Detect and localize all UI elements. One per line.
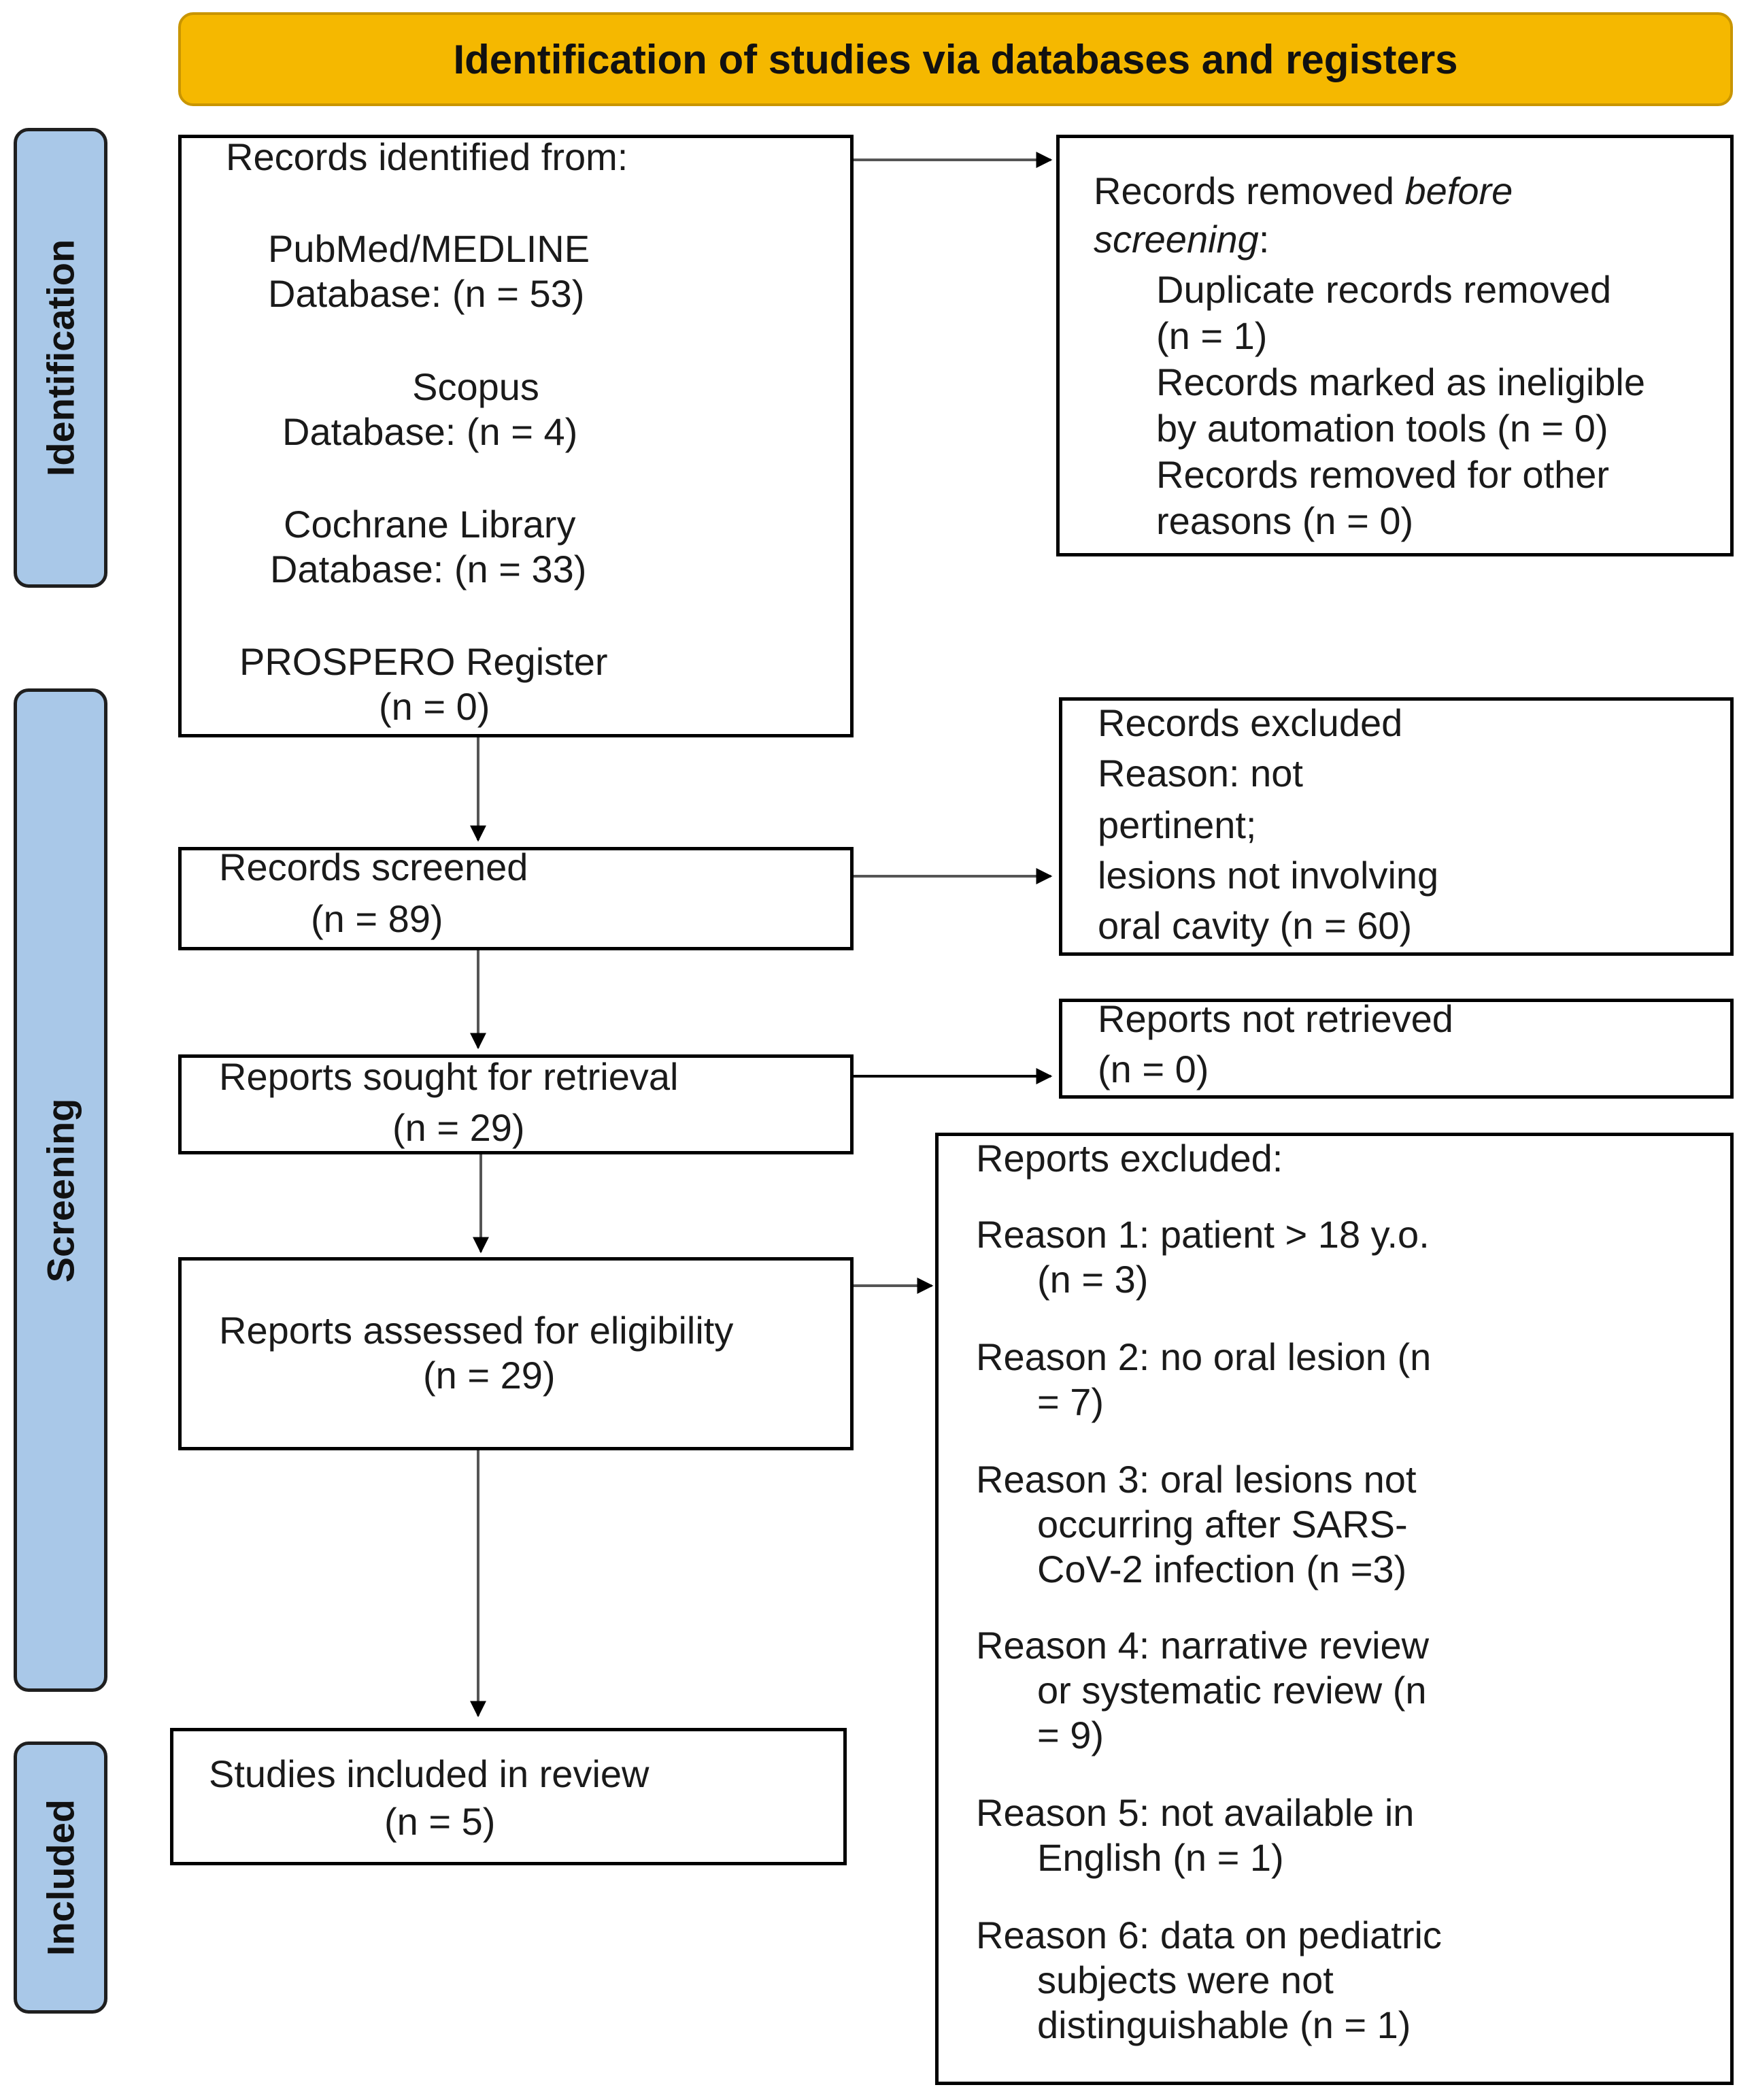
sought-line1: Reports sought for retrieval [219,1055,679,1098]
pubmed-line2: Database: (n = 53) [268,272,585,315]
records-removed-box: Records removed before screening: Duplic… [1056,135,1734,556]
cochrane-line2: Database: (n = 33) [270,548,587,590]
records-excluded-line1: Records excluded [1098,701,1403,744]
duplicate-line2: (n = 1) [1156,314,1268,357]
reason2-line2: = 7) [1037,1380,1104,1423]
records-excluded-line4: lesions not involving [1098,854,1439,897]
prospero-line1: PROSPERO Register [239,640,608,683]
reports-assessed-box: Reports assessed for eligibility (n = 29… [178,1257,854,1450]
records-excluded-line2: Reason: not [1098,752,1303,795]
reason2-line1: Reason 2: no oral lesion (n [976,1335,1432,1378]
reason6-line1: Reason 6: data on pediatric [976,1914,1442,1956]
phase-screening: Screening [14,688,107,1692]
reason3-line3: CoV-2 infection (n =3) [1037,1548,1407,1590]
assessed-line1: Reports assessed for eligibility [219,1309,734,1352]
reason5-line1: Reason 5: not available in [976,1791,1415,1834]
records-identified-box: Records identified from: PubMed/MEDLINE … [178,135,854,737]
not-retrieved-line2: (n = 0) [1098,1048,1209,1090]
phase-identification: Identification [14,128,107,588]
records-excluded-line3: pertinent; [1098,803,1257,846]
reason1-line2: (n = 3) [1037,1258,1149,1301]
scopus-line1: Scopus [412,365,539,408]
not-retrieved-line1: Reports not retrieved [1098,997,1453,1040]
reason4-line3: = 9) [1037,1714,1104,1756]
records-excluded-line5: oral cavity (n = 60) [1098,904,1413,947]
cochrane-line1: Cochrane Library [284,503,576,546]
scopus-line2: Database: (n = 4) [282,410,578,453]
reason6-line3: distinguishable (n = 1) [1037,2003,1411,2046]
removed-line2-text: : [1258,218,1270,261]
removed-line2-italic: screening [1094,218,1259,261]
duplicate-line1: Duplicate records removed [1156,268,1612,311]
assessed-line2: (n = 29) [423,1354,556,1397]
section-banner: Identification of studies via databases … [178,12,1733,106]
reason1-line1: Reason 1: patient > 18 y.o. [976,1213,1430,1256]
included-line2: (n = 5) [384,1800,496,1843]
reports-not-retrieved-box: Reports not retrieved (n = 0) [1059,997,1734,1099]
removed-line1-text: Records removed [1094,169,1405,212]
automation-line2: by automation tools (n = 0) [1156,407,1608,450]
reason3-line2: occurring after SARS- [1037,1503,1408,1546]
reason3-line1: Reason 3: oral lesions not [976,1458,1417,1501]
included-line1: Studies included in review [209,1752,650,1795]
reports-excluded-box: Reports excluded: Reason 1: patient > 18… [935,1133,1734,2085]
removed-line2: screening: [1094,217,1269,262]
screened-line1: Records screened [219,846,528,888]
reason4-line2: or systematic review (n [1037,1669,1427,1712]
screened-line2: (n = 89) [311,897,443,940]
other-reasons-line2: reasons (n = 0) [1156,499,1414,542]
phase-included: Included [14,1741,107,2014]
records-screened-box: Records screened (n = 89) [178,846,854,950]
removed-line1-italic: before [1404,169,1513,212]
reason4-line1: Reason 4: narrative review [976,1624,1430,1667]
removed-line1: Records removed before [1094,169,1513,214]
reason5-line2: English (n = 1) [1037,1836,1284,1879]
studies-included-box: Studies included in review (n = 5) [170,1728,847,1865]
reason6-line2: subjects were not [1037,1959,1334,2001]
records-excluded-box: Records excluded Reason: not pertinent; … [1059,697,1734,956]
records-identified-heading: Records identified from: [226,135,628,178]
reports-excluded-heading: Reports excluded: [976,1137,1283,1180]
other-reasons-line1: Records removed for other [1156,453,1610,496]
automation-line1: Records marked as ineligible [1156,361,1646,403]
pubmed-line1: PubMed/MEDLINE [268,227,590,270]
sought-line2: (n = 29) [392,1106,525,1149]
prospero-line2: (n = 0) [379,685,490,728]
reports-sought-box: Reports sought for retrieval (n = 29) [178,1054,854,1154]
